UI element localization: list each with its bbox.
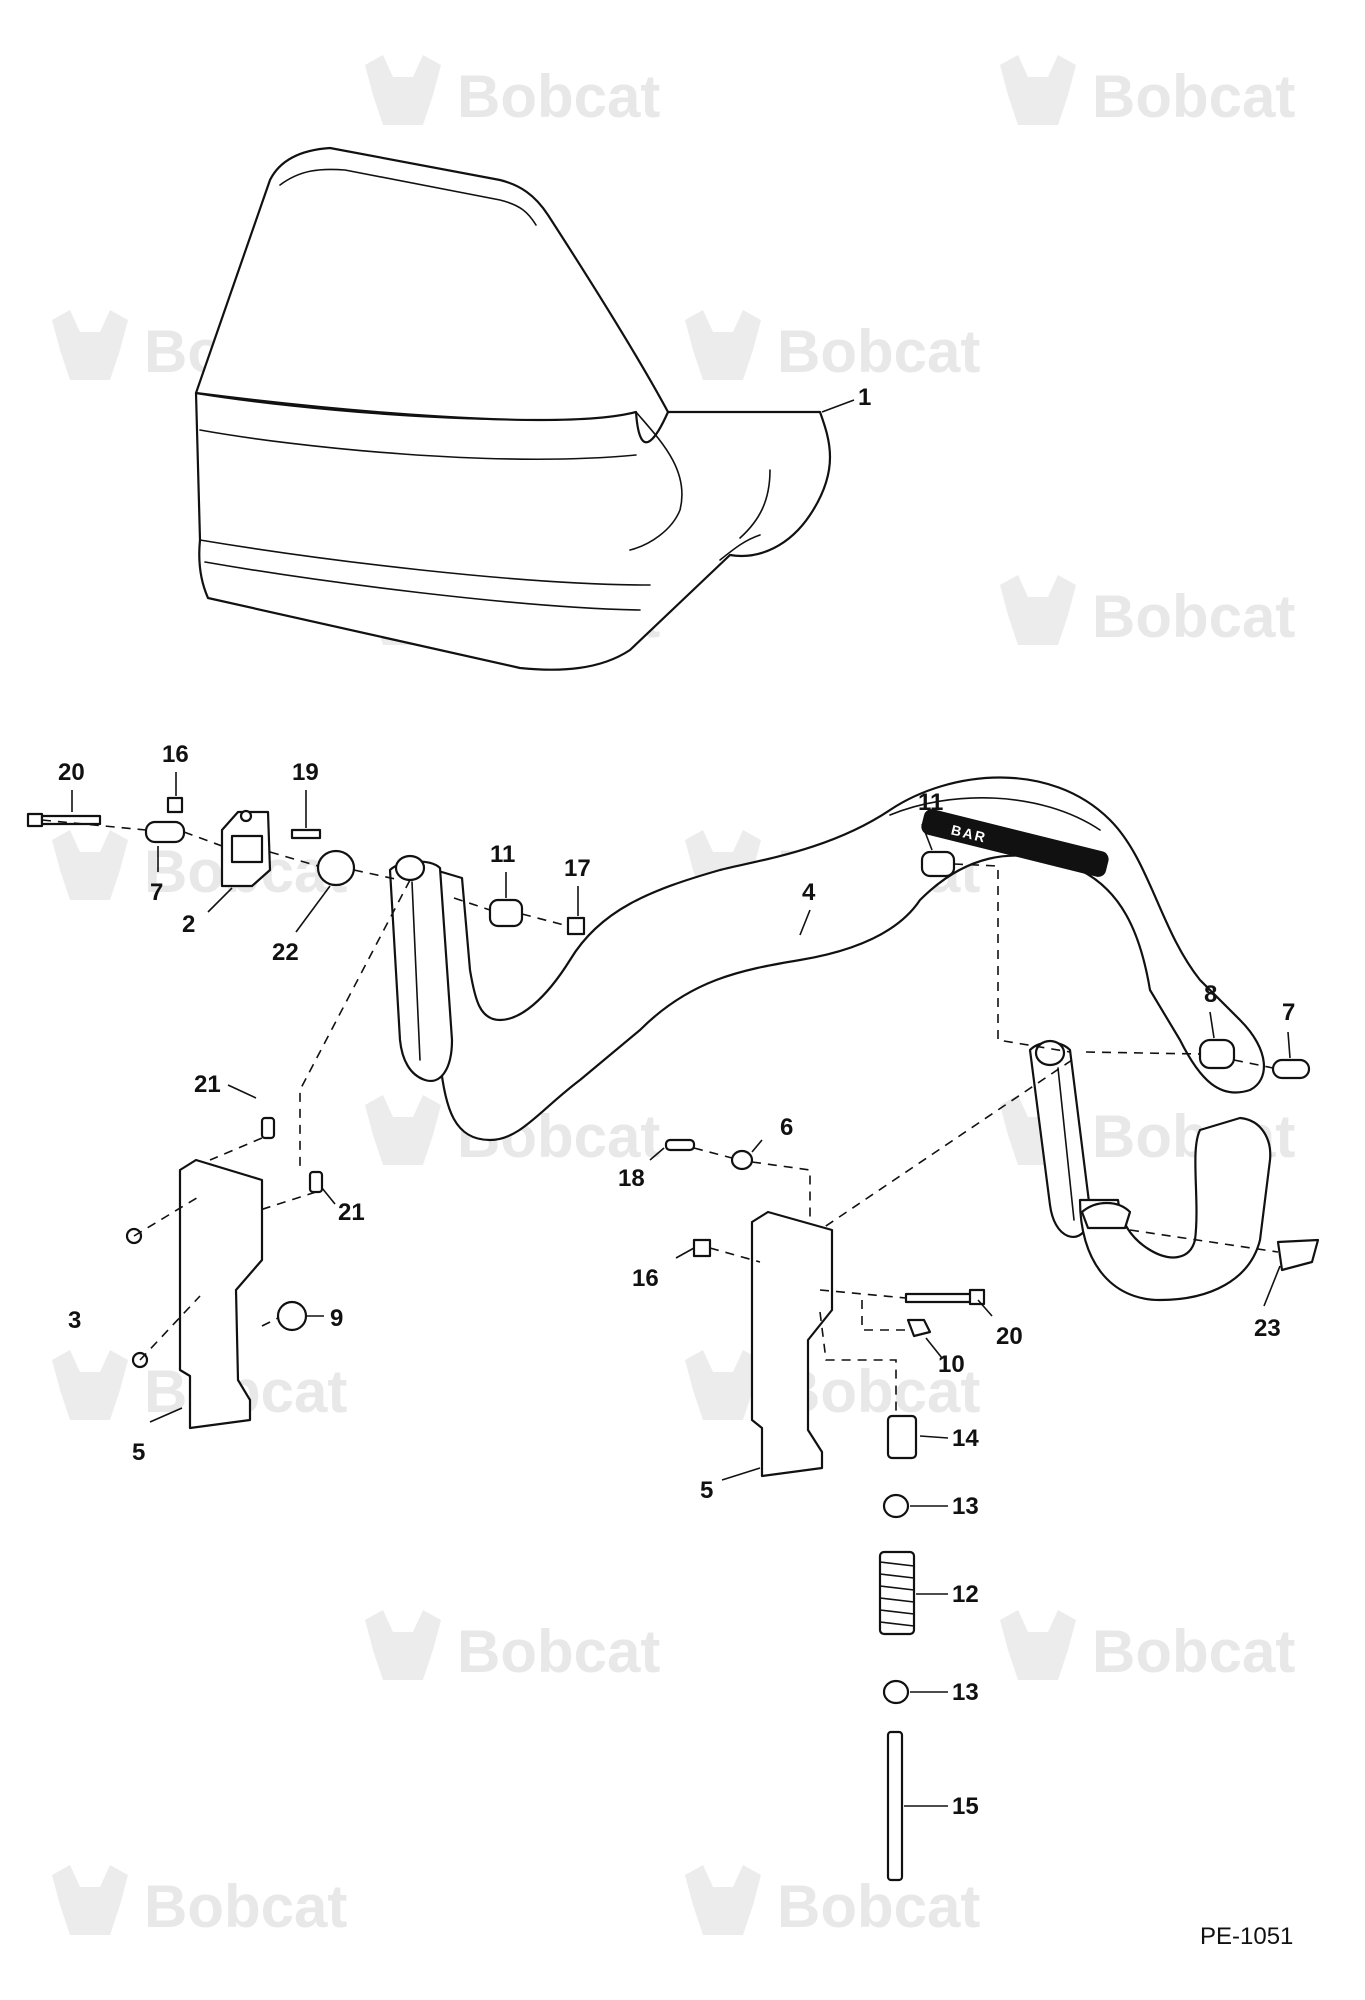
part-19-screw [290,828,322,840]
callout-21-lower: 21 [338,1199,365,1226]
part-13-upper-retainer [882,1493,910,1519]
part-17-nut [566,916,586,936]
part-5-bracket-right [750,1210,834,1478]
callout-20-right: 20 [996,1323,1023,1350]
part-11-sleeve-left [488,898,524,928]
watermark-text: Bobcat [457,1618,660,1685]
bobcat-head-icon [685,1350,761,1420]
bobcat-head-icon [1000,575,1076,645]
part-20-bolt-right [904,1288,986,1306]
watermark-text: Bobcat [457,63,660,130]
watermark: Bobcat [1000,575,1295,650]
part-6-nut [730,1149,754,1171]
callout-16-top: 16 [162,741,189,768]
watermark: Bobcat [685,1865,980,1940]
callout-22: 22 [272,939,299,966]
bobcat-head-icon [52,830,128,900]
callout-14: 14 [952,1425,979,1452]
callout-8: 8 [1204,981,1217,1008]
bobcat-head-icon [365,1610,441,1680]
part-11-sleeve-right [920,850,956,878]
part-20-bolt-left [26,812,102,828]
watermark-text: Bobcat [777,318,980,385]
part-2-bracket [220,810,272,888]
part-16-nut-mid [692,1238,712,1258]
callout-11-left: 11 [490,841,515,868]
bobcat-head-icon [52,1350,128,1420]
callout-1: 1 [858,384,871,411]
part-8-spacer [1198,1038,1236,1070]
seat-bar-illustration: BAR [388,776,1272,1302]
callout-7-left: 7 [150,879,163,906]
callout-12: 12 [952,1581,979,1608]
callout-20-left: 20 [58,759,85,786]
callout-21-upper: 21 [194,1071,221,1098]
bobcat-head-icon [365,55,441,125]
part-13-lower-retainer [882,1679,910,1705]
part-21-screw-lower [308,1170,324,1194]
callout-13-lower: 13 [952,1679,979,1706]
part-23-cap [1276,1238,1320,1272]
bobcat-head-icon [685,1865,761,1935]
callouts: 1 20 16 19 7 2 22 11 17 11 4 8 7 21 21 3… [58,384,1295,1820]
part-15-rod [886,1730,904,1882]
callout-3: 3 [68,1307,81,1334]
watermark-text: Bobcat [144,1873,347,1940]
callout-4: 4 [802,879,816,906]
drawing-reference: PE-1051 [1200,1923,1293,1950]
watermark-text: Bobcat [777,1873,980,1940]
part-10-clip [906,1318,932,1338]
watermark: Bobcat [52,1350,347,1425]
callout-2: 2 [182,911,195,938]
bobcat-head-icon [685,310,761,380]
callout-7-right: 7 [1282,999,1295,1026]
callout-16-mid: 16 [632,1265,659,1292]
callout-6: 6 [780,1114,793,1141]
callout-10: 10 [938,1351,965,1378]
callout-5-left: 5 [132,1439,145,1466]
callout-23: 23 [1254,1315,1281,1342]
callout-13-upper: 13 [952,1493,979,1520]
watermark-text: Bobcat [777,1358,980,1425]
watermark: Bobcat [52,1865,347,1940]
watermark: Bobcat [365,1610,660,1685]
watermark: Bobcat [1000,55,1295,130]
watermark: Bobcat [685,310,980,385]
callout-15: 15 [952,1793,979,1820]
part-16-nut-top [166,796,184,814]
part-21-screw-upper [260,1116,276,1140]
bobcat-head-icon [1000,55,1076,125]
bobcat-head-icon [1000,1610,1076,1680]
bobcat-head-icon [52,310,128,380]
callout-9: 9 [330,1305,343,1332]
watermark-text: Bobcat [1092,63,1295,130]
seat-illustration [194,146,831,671]
callout-5-right: 5 [700,1477,713,1504]
callout-11-right: 11 [918,789,943,816]
part-12-spring [878,1550,916,1636]
assembly-lines [41,819,1279,1416]
watermark-text: Bobcat [1092,1618,1295,1685]
part-7-bushing-right [1271,1058,1311,1080]
part-5-bracket-left [178,1158,264,1430]
part-7-bushing-left [144,820,186,844]
callout-19: 19 [292,759,319,786]
part-9-plug [276,1300,308,1332]
part-22-washer [316,849,356,887]
watermark: Bobcat [365,55,660,130]
callout-17: 17 [564,855,591,882]
watermark-text: Bobcat [1092,583,1295,650]
part-14-clevis [886,1414,918,1460]
part-18-pin [664,1138,696,1152]
bobcat-head-icon [52,1865,128,1935]
watermark: Bobcat [685,1350,980,1425]
bobcat-head-icon [365,1095,441,1165]
watermark: Bobcat [52,830,347,905]
leader-lines [71,399,1291,1807]
watermark: Bobcat [1000,1610,1295,1685]
callout-18: 18 [618,1165,645,1192]
